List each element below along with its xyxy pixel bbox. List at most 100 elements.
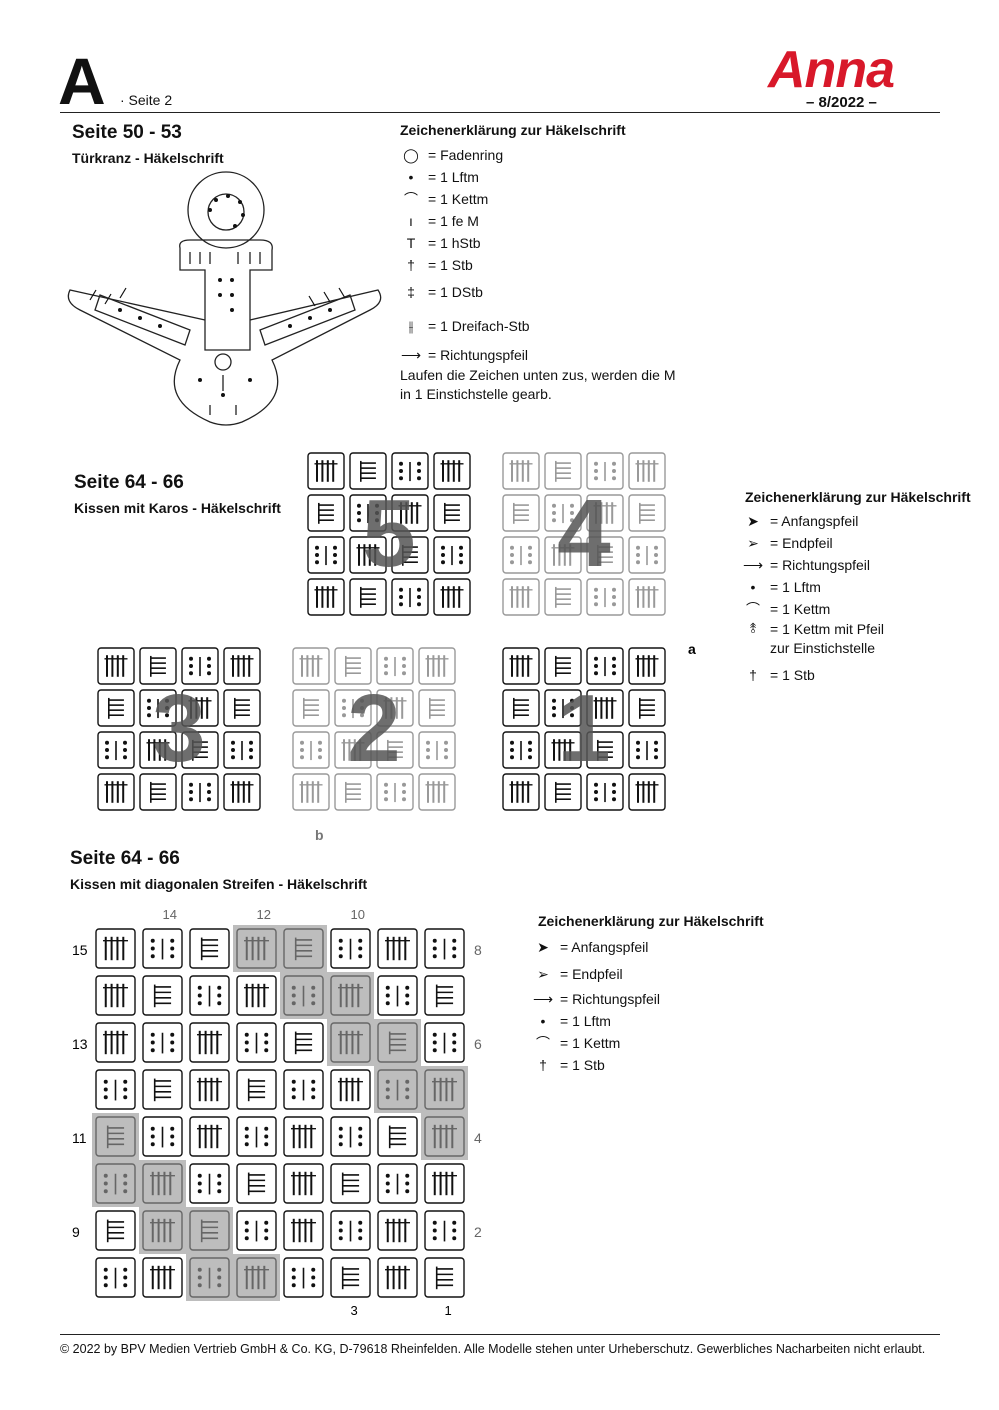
diag-cell (143, 1070, 182, 1109)
karo-cell (629, 690, 665, 726)
diag-cell (237, 1070, 276, 1109)
karo-cell (419, 774, 455, 810)
diag-cell (378, 929, 417, 968)
dot-icon: • (742, 579, 764, 595)
dagger-icon: † (742, 667, 764, 683)
ring-icon: ◯ (400, 147, 422, 164)
diag-cell (331, 1164, 370, 1203)
diag-cell (284, 1211, 323, 1250)
block-number: 1 (557, 675, 610, 782)
diag-cell (378, 1258, 417, 1297)
section3-legend: ➤= Anfangspfeil ➢= Endpfeil ⟶= Richtungs… (532, 934, 660, 1076)
section2-legend: ➤= Anfangspfeil ➢= Endpfeil ⟶= Richtungs… (742, 510, 900, 686)
diag-cell (190, 1070, 229, 1109)
end-arrow-icon: ➢ (742, 535, 764, 552)
diag-cell (284, 1023, 323, 1062)
karo-cell (503, 495, 539, 531)
karo-cell (224, 690, 260, 726)
section3-subtitle: Kissen mit diagonalen Streifen - Häkelsc… (70, 876, 367, 892)
diag-cell (378, 1117, 417, 1156)
diag-cell (143, 1164, 182, 1203)
legend-item-lftm: •= 1 Lftm (400, 166, 680, 188)
diag-cell (96, 1023, 135, 1062)
karo-cell (308, 453, 344, 489)
arc-arrow-icon: ⥉ (742, 620, 764, 637)
row-label-right: 6 (474, 1036, 482, 1052)
col-label-bottom: 3 (351, 1303, 358, 1318)
karo-cell (308, 579, 344, 615)
diag-cell (96, 1211, 135, 1250)
karo-cell (434, 453, 470, 489)
karo-cell (434, 579, 470, 615)
section3-legend-title: Zeichenerklärung zur Häkelschrift (538, 913, 764, 929)
diag-cell (190, 1117, 229, 1156)
block-number: 2 (347, 675, 400, 782)
start-arrow-icon: ➤ (742, 513, 764, 530)
diag-cell (331, 1023, 370, 1062)
karo-cell (503, 579, 539, 615)
section2-legend-title: Zeichenerklärung zur Häkelschrift (745, 489, 971, 505)
col-label-top: 10 (351, 907, 365, 922)
karo-cell (224, 774, 260, 810)
arrow-icon: ⟶ (742, 557, 764, 574)
karo-cell (293, 690, 329, 726)
legend-item-kettm-pfeil: ⥉= 1 Kettm mit Pfeil zur Einstichstelle (742, 620, 900, 664)
arrow-icon: ⟶ (400, 347, 422, 364)
legend-item-stb: †= 1 Stb (742, 664, 900, 686)
karo-cell (503, 453, 539, 489)
legend-item-anfangspfeil: ➤= Anfangspfeil (742, 510, 900, 532)
diag-cell (284, 1164, 323, 1203)
diag-cell (284, 929, 323, 968)
karo-cell (98, 774, 134, 810)
row-label-right: 8 (474, 942, 482, 958)
karo-cell (293, 774, 329, 810)
mark-a: a (688, 641, 696, 657)
legend-item-endpfeil: ➢= Endpfeil (742, 532, 900, 554)
mark-b: b (315, 827, 324, 843)
legend-item-richtungspfeil: ⟶= Richtungspfeil (532, 988, 660, 1010)
diag-cell (425, 1117, 464, 1156)
legend-item-richtungspfeil: ⟶= Richtungspfeil (400, 344, 680, 366)
tuerkranz-anchor-chart (60, 170, 390, 440)
legend-item-dstb: ‡= 1 DStb (400, 276, 680, 308)
legend-item-anfangspfeil: ➤= Anfangspfeil (532, 934, 660, 960)
diag-cell (143, 1258, 182, 1297)
row-label-left: 11 (72, 1130, 87, 1146)
header-divider (60, 112, 940, 113)
block-number: 5 (362, 480, 415, 587)
page-label: · Seite 2 (120, 92, 172, 108)
section1-note: Laufen die Zeichen unten zus, werden die… (400, 366, 680, 404)
diag-cell (378, 1211, 417, 1250)
karo-cell (419, 690, 455, 726)
karo-cell (434, 495, 470, 531)
dagger-icon: † (532, 1057, 554, 1073)
dot-icon: • (532, 1013, 554, 1029)
diag-cell (237, 1258, 276, 1297)
diag-cell (96, 1117, 135, 1156)
section1-legend-title: Zeichenerklärung zur Häkelschrift (400, 122, 626, 138)
diag-cell (96, 976, 135, 1015)
block-2: 2 (293, 648, 455, 810)
legend-item-endpfeil: ➢= Endpfeil (532, 960, 660, 988)
karo-cell (308, 495, 344, 531)
legend-item-kettm: ⌒= 1 Kettm (400, 188, 680, 210)
arc-icon: ⌒ (742, 599, 764, 619)
diag-cell (237, 976, 276, 1015)
block-4: 4 (503, 453, 665, 615)
section1-subtitle: Türkranz - Häkelschrift (72, 150, 224, 166)
karo-cell (98, 648, 134, 684)
karo-cell (503, 690, 539, 726)
section1-legend: ◯= Fadenring •= 1 Lftm ⌒= 1 Kettm ı= 1 f… (400, 144, 680, 404)
karo-cell (629, 774, 665, 810)
karo-cell (629, 579, 665, 615)
row-label-left: 9 (72, 1224, 80, 1240)
karo-cell (98, 690, 134, 726)
section1-title: Seite 50 - 53 (72, 122, 182, 144)
block-3: 3 (98, 648, 260, 810)
t-icon: T (400, 235, 422, 251)
block-1: 1 (503, 648, 665, 810)
row-label-left: 13 (72, 1036, 88, 1052)
diag-cell (237, 929, 276, 968)
legend-item-dreifach-stb: ⫲= 1 Dreifach-Stb (400, 308, 680, 344)
